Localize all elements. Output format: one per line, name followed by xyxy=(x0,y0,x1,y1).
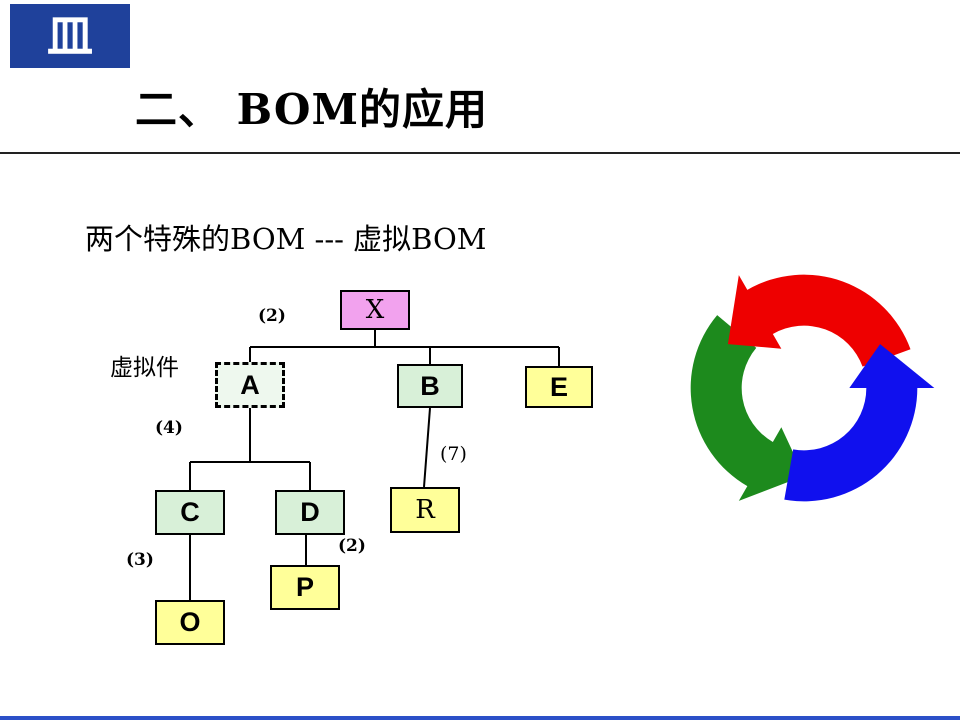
page-title: 二、 BOM的应用 xyxy=(135,85,488,134)
cycle-arrows-graphic xyxy=(690,274,935,502)
qty-label-x-a: (2) xyxy=(258,306,286,326)
bottom-border-line xyxy=(0,716,960,720)
logo-icon: 皿 xyxy=(47,9,93,63)
node-C: C xyxy=(155,490,225,535)
qty-label-a-children: (4) xyxy=(155,418,183,438)
logo: 皿 xyxy=(10,4,130,68)
qty-label-d-p: (2) xyxy=(338,536,366,556)
node-X: X xyxy=(340,290,410,330)
node-A-virtual: A xyxy=(215,362,285,408)
cycle-arrow-green xyxy=(690,315,805,501)
node-D: D xyxy=(275,490,345,535)
node-E: E xyxy=(525,366,593,408)
qty-label-b-r: (7) xyxy=(440,443,467,465)
node-P: P xyxy=(270,565,340,610)
cycle-arrow-blue xyxy=(784,344,935,502)
node-B: B xyxy=(397,364,463,408)
qty-label-c-o: (3) xyxy=(126,550,154,570)
connector-lines xyxy=(189,330,560,600)
title-divider xyxy=(0,152,960,154)
node-O: O xyxy=(155,600,225,645)
subtitle-text: 两个特殊的BOM --- 虚拟BOM xyxy=(85,222,487,256)
virtual-part-label: 虚拟件 xyxy=(110,355,179,381)
cycle-arrow-red xyxy=(727,274,911,367)
node-R: R xyxy=(390,487,460,533)
